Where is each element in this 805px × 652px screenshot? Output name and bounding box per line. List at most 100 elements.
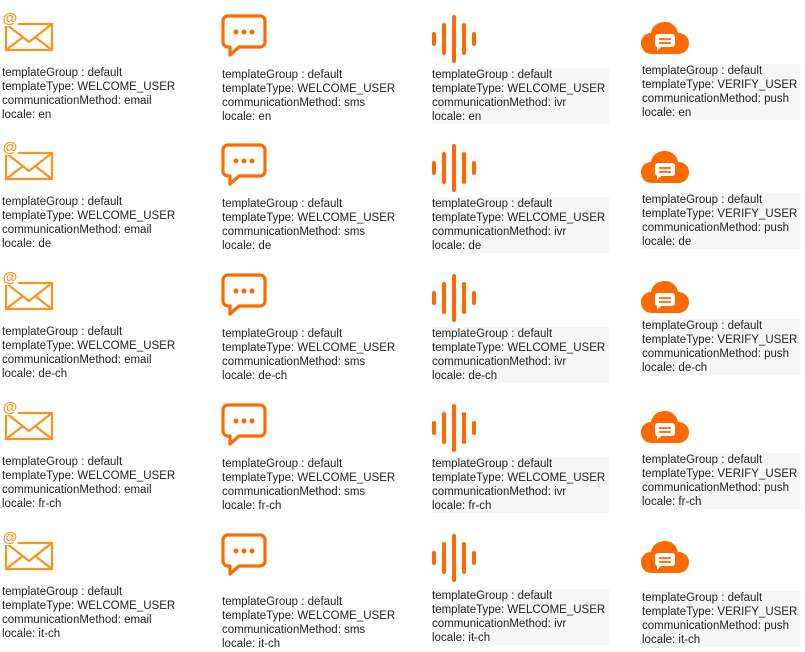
- template-group-text: templateGroup : default: [432, 198, 553, 210]
- template-type-text: templateType: WELCOME_USER: [432, 472, 606, 484]
- locale-text: locale: de: [642, 236, 692, 248]
- locale-text: locale: it-ch: [2, 628, 61, 640]
- template-info: templateGroup : default templateType: WEL…: [432, 327, 610, 383]
- locale-text: locale: de-ch: [642, 362, 708, 374]
- communication-method-text: communicationMethod: push: [642, 93, 790, 105]
- template-group-text: templateGroup : default: [2, 586, 123, 598]
- template-group-text: templateGroup : default: [642, 320, 763, 332]
- template-group-text: templateGroup : default: [432, 69, 553, 81]
- communication-method-text: communicationMethod: push: [642, 222, 790, 234]
- locale-text: locale: de: [222, 240, 272, 252]
- template-type-text: templateType: WELCOME_USER: [2, 600, 176, 612]
- template-info: templateGroup : default templateType: VER…: [642, 453, 802, 509]
- email-at-envelope-icon: @: [2, 529, 54, 571]
- template-card-sms-it-ch[interactable]: templateGroup : default templateType: WEL…: [221, 519, 422, 651]
- template-card-ivr-de[interactable]: templateGroup : default templateType: WEL…: [432, 129, 632, 259]
- chat-bubble-dots-icon: [221, 14, 267, 57]
- template-group-text: templateGroup : default: [222, 458, 343, 470]
- locale-text: locale: fr-ch: [222, 500, 282, 512]
- template-type-text: templateType: WELCOME_USER: [432, 342, 606, 354]
- template-card-ivr-de-ch[interactable]: templateGroup : default templateType: WEL…: [432, 259, 632, 389]
- communication-method-text: communicationMethod: ivr: [432, 486, 567, 498]
- template-group-text: templateGroup : default: [432, 328, 553, 340]
- template-info: templateGroup : default templateType: WEL…: [222, 457, 399, 513]
- voice-wave-icon: [432, 274, 476, 322]
- template-type-text: templateType: WELCOME_USER: [222, 472, 396, 484]
- chat-bubble-dots-icon: [221, 143, 267, 186]
- template-type-text: templateType: WELCOME_USER: [222, 610, 396, 622]
- template-type-text: templateType: VERIFY_USER: [642, 606, 798, 618]
- template-group-text: templateGroup : default: [2, 67, 123, 79]
- chat-bubble-dots-icon: [221, 273, 267, 316]
- communication-method-text: communicationMethod: sms: [222, 486, 366, 498]
- svg-text:@: @: [3, 529, 18, 546]
- voice-wave-icon: [432, 144, 476, 192]
- svg-text:@: @: [3, 399, 18, 416]
- svg-text:@: @: [3, 10, 18, 27]
- template-type-text: templateType: VERIFY_USER: [642, 468, 798, 480]
- cloud-message-icon: [641, 411, 689, 443]
- template-info: templateGroup : default templateType: WEL…: [2, 585, 179, 641]
- template-group-text: templateGroup : default: [2, 196, 123, 208]
- locale-text: locale: en: [432, 111, 482, 123]
- template-type-text: templateType: WELCOME_USER: [222, 83, 396, 95]
- locale-text: locale: fr-ch: [642, 496, 702, 508]
- template-type-text: templateType: WELCOME_USER: [2, 340, 176, 352]
- template-card-push-fr-ch[interactable]: templateGroup : default templateType: VER…: [641, 389, 805, 519]
- communication-method-text: communicationMethod: push: [642, 348, 790, 360]
- locale-text: locale: it-ch: [642, 634, 701, 646]
- voice-wave-icon: [432, 404, 476, 452]
- template-type-text: templateType: WELCOME_USER: [432, 604, 606, 616]
- email-at-envelope-icon: @: [2, 269, 54, 311]
- cloud-message-icon: [641, 541, 689, 573]
- template-group-text: templateGroup : default: [222, 596, 343, 608]
- template-info: templateGroup : default templateType: WEL…: [2, 195, 179, 251]
- communication-method-text: communicationMethod: email: [2, 484, 152, 496]
- communication-method-text: communicationMethod: ivr: [432, 618, 567, 630]
- template-type-text: templateType: WELCOME_USER: [222, 342, 396, 354]
- locale-text: locale: de: [432, 240, 482, 252]
- locale-text: locale: de-ch: [432, 370, 498, 382]
- communication-method-text: communicationMethod: email: [2, 224, 152, 236]
- cloud-message-icon: [641, 22, 689, 54]
- communication-method-text: communicationMethod: ivr: [432, 97, 567, 109]
- template-group-text: templateGroup : default: [222, 198, 343, 210]
- email-at-envelope-icon: @: [2, 399, 54, 441]
- template-info: templateGroup : default templateType: WEL…: [432, 197, 610, 253]
- template-type-text: templateType: WELCOME_USER: [432, 212, 606, 224]
- communication-method-text: communicationMethod: sms: [222, 624, 366, 636]
- template-info: templateGroup : default templateType: WEL…: [222, 595, 399, 651]
- communication-method-text: communicationMethod: sms: [222, 97, 366, 109]
- template-group-text: templateGroup : default: [642, 454, 763, 466]
- communication-method-text: communicationMethod: sms: [222, 226, 366, 238]
- locale-text: locale: it-ch: [222, 638, 281, 650]
- chat-bubble-dots-icon: [221, 533, 267, 576]
- template-card-sms-fr-ch[interactable]: templateGroup : default templateType: WEL…: [221, 389, 422, 519]
- template-type-text: templateType: VERIFY_USER: [642, 208, 798, 220]
- template-card-email-it-ch[interactable]: @ templateGroup : default templateType: W…: [2, 519, 202, 649]
- cloud-message-icon: [641, 151, 689, 183]
- communication-method-text: communicationMethod: ivr: [432, 356, 567, 368]
- communication-method-text: communicationMethod: ivr: [432, 226, 567, 238]
- template-group-text: templateGroup : default: [642, 65, 763, 77]
- template-type-text: templateType: WELCOME_USER: [2, 210, 176, 222]
- email-at-envelope-icon: @: [2, 10, 54, 52]
